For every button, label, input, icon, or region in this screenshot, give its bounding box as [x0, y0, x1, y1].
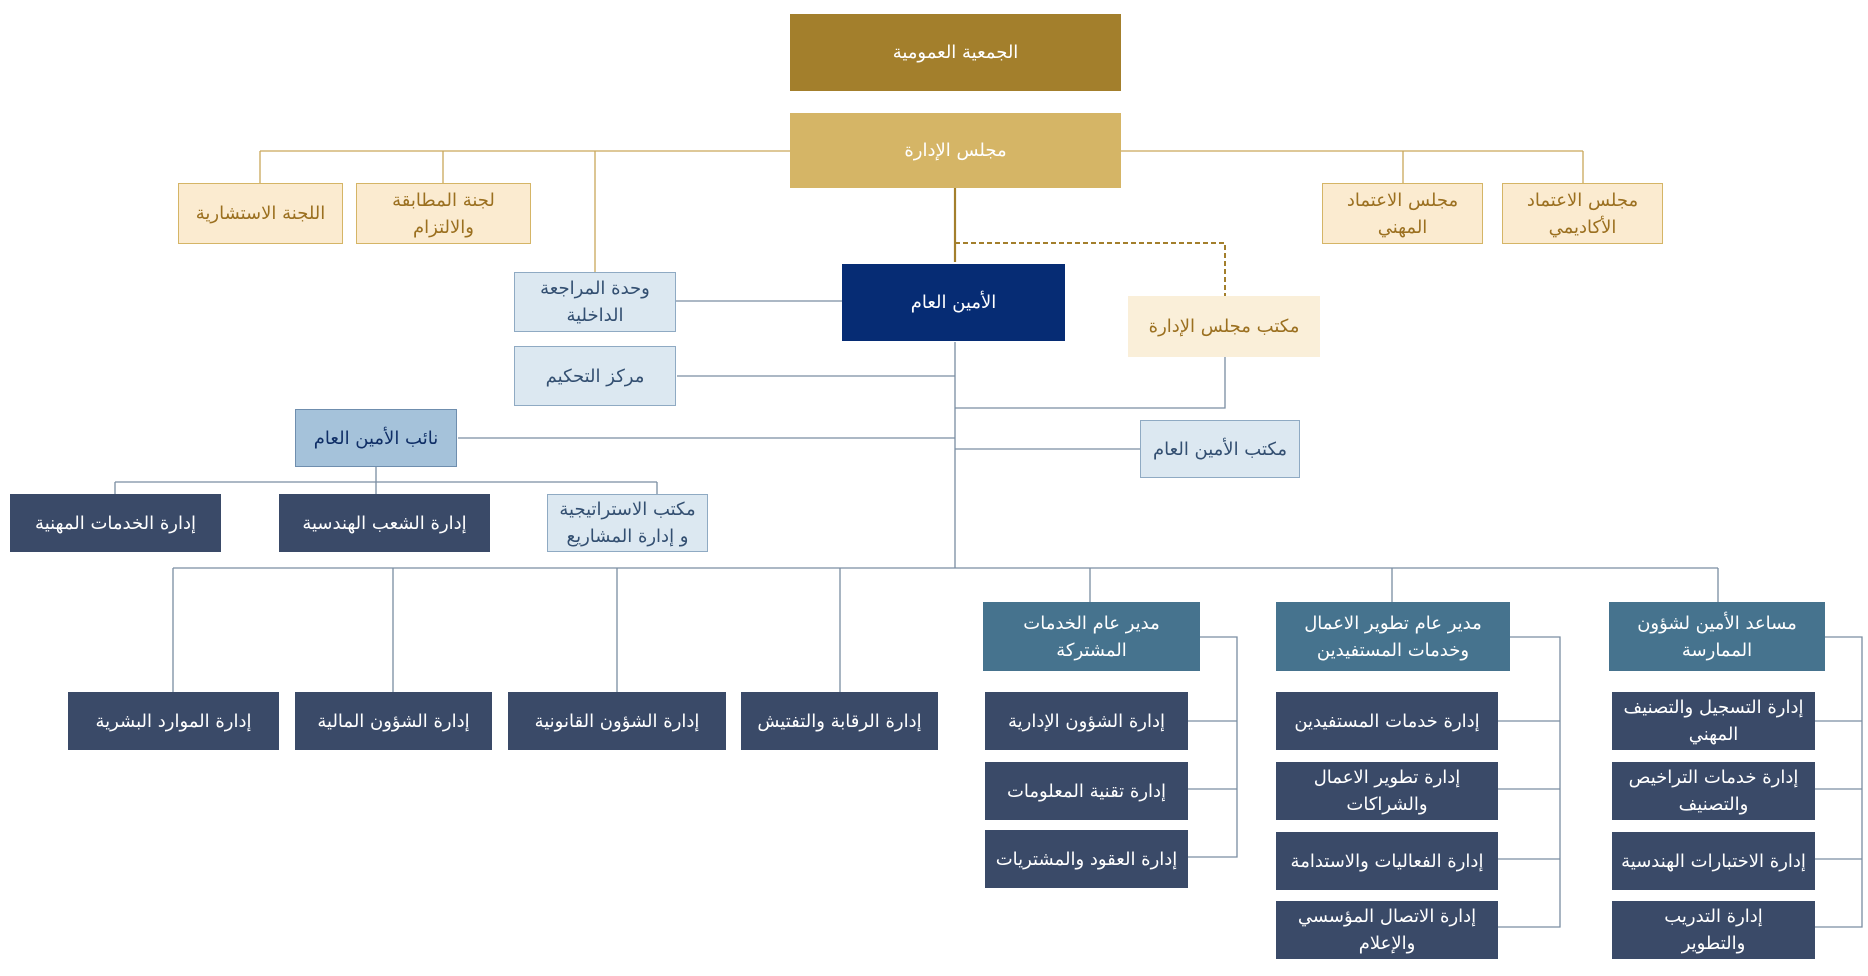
professional-services-box: إدارة الخدمات المهنية	[10, 494, 221, 552]
practice-affairs-item-box: إدارة الاختبارات الهندسية	[1612, 832, 1815, 890]
practice-affairs-item-label: إدارة التدريب والتطوير	[1664, 906, 1763, 954]
business-development-item-box: إدارة تطوير الاعمال والشراكات	[1276, 762, 1498, 820]
secretary-general-box: الأمين العام	[842, 264, 1065, 341]
business-development-item-box: إدارة الاتصال المؤسسي والإعلام	[1276, 901, 1498, 959]
audit-inspection-label: إدارة الرقابة والتفتيش	[757, 710, 922, 732]
business-development-item-label: إدارة خدمات المستفيدين	[1294, 710, 1480, 732]
legal-affairs-label: إدارة الشؤون القانونية	[534, 710, 700, 732]
board-office-label: مكتب مجلس الإدارة	[1148, 316, 1300, 337]
academic-accreditation-box: مجلس الاعتماد الأكاديمي	[1502, 183, 1663, 244]
practice-affairs-item-label: إدارة الاختبارات الهندسية	[1621, 850, 1806, 872]
engineering-divisions-label: إدارة الشعب الهندسية	[302, 512, 467, 534]
shared-services-item-box: إدارة العقود والمشتريات	[985, 830, 1188, 888]
strategy-office-box: مكتب الاستراتيجية و إدارة المشاريع	[547, 494, 708, 552]
business-development-item-box: إدارة خدمات المستفيدين	[1276, 692, 1498, 750]
business-development-item-label: إدارة تطوير الاعمال والشراكات	[1313, 767, 1461, 815]
arbitration-center-box: مركز التحكيم	[514, 346, 676, 406]
practice-affairs-item-box: إدارة خدمات التراخيص والتصنيف	[1612, 762, 1815, 820]
consultative-committee-box: اللجنة الاستشارية	[178, 183, 343, 244]
consultative-committee-label: اللجنة الاستشارية	[195, 203, 326, 224]
shared-services-head-box: مدير عام الخدمات المشتركة	[983, 602, 1200, 671]
professional-services-label: إدارة الخدمات المهنية	[35, 512, 196, 534]
arbitration-center-label: مركز التحكيم	[545, 365, 645, 387]
financial-affairs-label: إدارة الشؤون المالية	[317, 710, 470, 732]
shared-services-item-box: إدارة الشؤون الإدارية	[985, 692, 1188, 750]
deputy-secretary-general-box: نائب الأمين العام	[295, 409, 457, 467]
business-development-head-box: مدير عام تطوير الاعمال وخدمات المستفيدين	[1276, 602, 1510, 671]
business-development-head-label: مدير عام تطوير الاعمال وخدمات المستفيدين	[1304, 612, 1482, 661]
business-development-item-label: إدارة الفعاليات والاستدامة	[1290, 850, 1484, 872]
shared-services-head-label: مدير عام الخدمات المشتركة	[1023, 612, 1160, 661]
professional-accreditation-box: مجلس الاعتماد المهني	[1322, 183, 1483, 244]
secretary-general-office-label: مكتب الأمين العام	[1153, 438, 1287, 460]
compliance-committee-label: لجنة المطابقة والالتزام	[392, 189, 495, 238]
business-development-item-box: إدارة الفعاليات والاستدامة	[1276, 832, 1498, 890]
practice-affairs-head-label: مساعد الأمين لشؤون الممارسة	[1637, 612, 1797, 661]
practice-affairs-item-box: إدارة التدريب والتطوير	[1612, 901, 1815, 959]
audit-inspection-box: إدارة الرقابة والتفتيش	[741, 692, 938, 750]
financial-affairs-box: إدارة الشؤون المالية	[295, 692, 492, 750]
shared-services-item-label: إدارة تقنية المعلومات	[1006, 780, 1167, 802]
secretary-general-label: الأمين العام	[910, 292, 997, 313]
shared-services-item-label: إدارة الشؤون الإدارية	[1008, 710, 1165, 732]
internal-audit-label: وحدة المراجعة الداخلية	[540, 278, 650, 326]
practice-affairs-item-label: إدارة خدمات التراخيص والتصنيف	[1628, 767, 1799, 815]
professional-accreditation-label: مجلس الاعتماد المهني	[1346, 189, 1459, 238]
engineering-divisions-box: إدارة الشعب الهندسية	[279, 494, 490, 552]
practice-affairs-item-box: إدارة التسجيل والتصنيف المهني	[1612, 692, 1815, 750]
general-assembly-box: الجمعية العمومية	[790, 14, 1121, 91]
shared-services-item-label: إدارة العقود والمشتريات	[995, 848, 1178, 870]
internal-audit-box: وحدة المراجعة الداخلية	[514, 272, 676, 332]
practice-affairs-head-box: مساعد الأمين لشؤون الممارسة	[1609, 602, 1825, 671]
general-assembly-label: الجمعية العمومية	[892, 42, 1019, 63]
legal-affairs-box: إدارة الشؤون القانونية	[508, 692, 726, 750]
business-development-item-label: إدارة الاتصال المؤسسي والإعلام	[1297, 906, 1477, 954]
deputy-secretary-general-label: نائب الأمين العام	[313, 427, 439, 449]
academic-accreditation-label: مجلس الاعتماد الأكاديمي	[1526, 189, 1639, 238]
strategy-office-label: مكتب الاستراتيجية و إدارة المشاريع	[559, 499, 696, 547]
board-box: مجلس الإدارة	[790, 113, 1121, 188]
board-office-box: مكتب مجلس الإدارة	[1128, 296, 1320, 357]
practice-affairs-item-label: إدارة التسجيل والتصنيف المهني	[1623, 697, 1804, 745]
board-label: مجلس الإدارة	[904, 140, 1007, 161]
human-resources-label: إدارة الموارد البشرية	[95, 710, 252, 732]
compliance-committee-box: لجنة المطابقة والالتزام	[356, 183, 531, 244]
secretary-general-office-box: مكتب الأمين العام	[1140, 420, 1300, 478]
human-resources-box: إدارة الموارد البشرية	[68, 692, 279, 750]
shared-services-item-box: إدارة تقنية المعلومات	[985, 762, 1188, 820]
